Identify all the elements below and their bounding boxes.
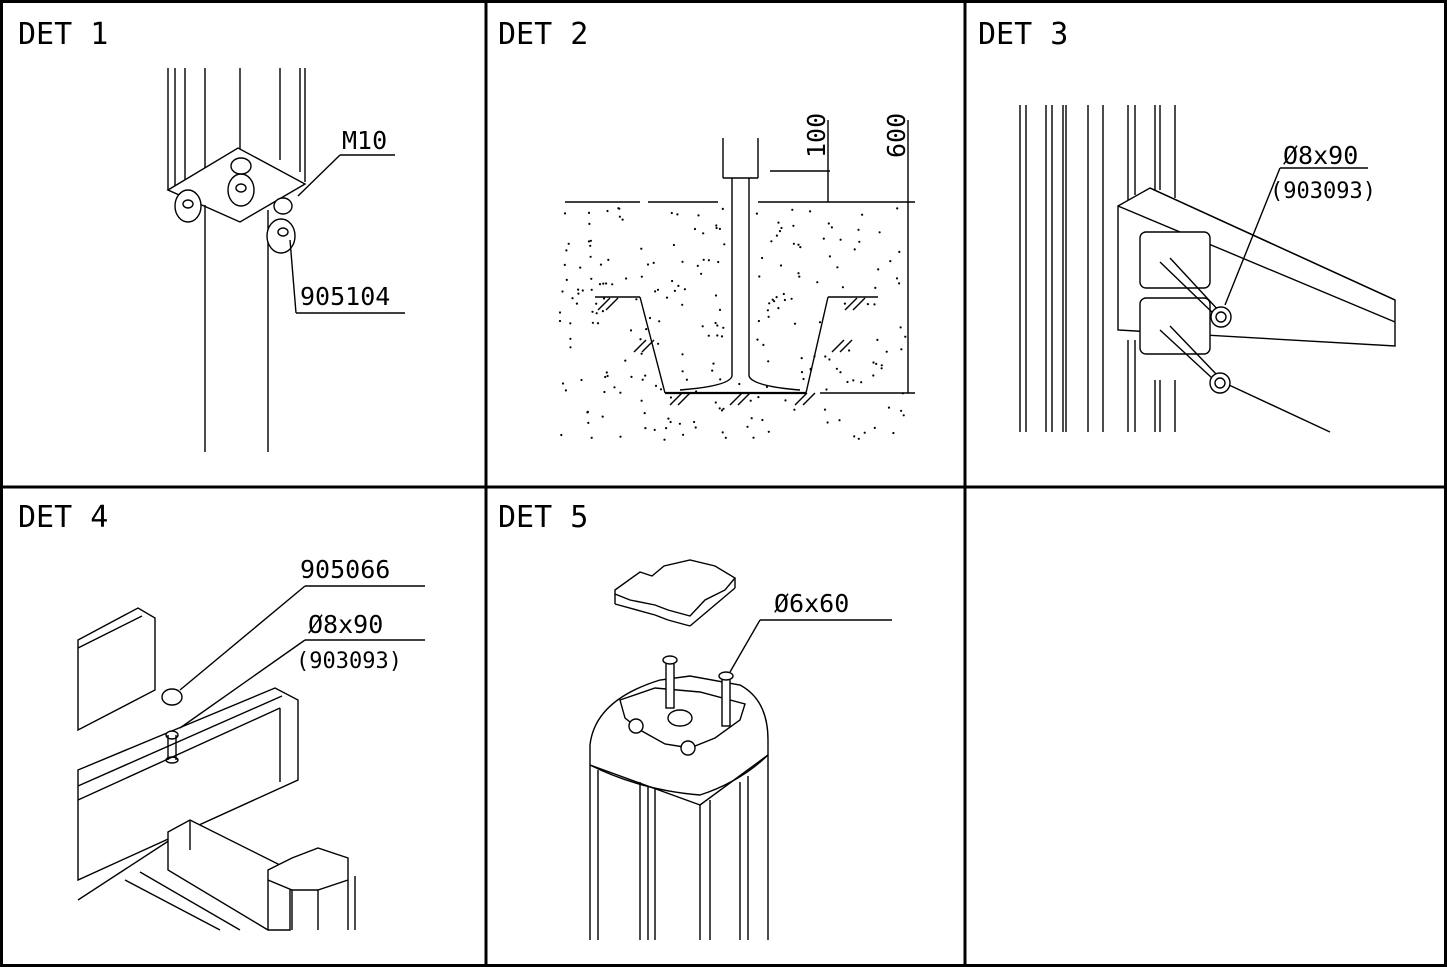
detail-4: DET 4 xyxy=(18,500,425,931)
detail-2: DET 2 xyxy=(498,17,915,441)
detail-5-title: DET 5 xyxy=(498,500,588,535)
callout-905104: 905104 xyxy=(300,282,390,311)
callout-m10: M10 xyxy=(342,126,387,155)
dimension-600: 600 xyxy=(882,113,911,158)
callout-dia8x90: Ø8x90 xyxy=(308,610,383,639)
soil-texture xyxy=(558,207,907,441)
foundation-section-drawing xyxy=(558,120,915,441)
detail-1: DET 1 M10 905104 xyxy=(18,17,405,452)
detail-4-title: DET 4 xyxy=(18,500,108,535)
callout-905066: 905066 xyxy=(300,555,390,584)
hatch-marks xyxy=(597,297,866,406)
post-cap-drawing xyxy=(589,559,892,940)
callout-dia8x90: Ø8x90 xyxy=(1283,141,1358,170)
callout-903093: (903093) xyxy=(1270,179,1376,204)
beam-joint-drawing xyxy=(77,585,425,931)
detail-2-title: DET 2 xyxy=(498,17,588,52)
detail-3: DET 3 xyxy=(978,17,1396,433)
post-mount-drawing xyxy=(166,68,405,452)
dimension-100: 100 xyxy=(802,113,831,158)
callout-903093: (903093) xyxy=(296,649,402,674)
empty-cell xyxy=(967,489,1444,965)
detail-3-title: DET 3 xyxy=(978,17,1068,52)
detail-1-title: DET 1 xyxy=(18,17,108,52)
callout-dia6x60: Ø6x60 xyxy=(774,589,849,618)
detail-5: DET 5 xyxy=(498,500,892,940)
rail-connection-drawing xyxy=(1019,105,1396,433)
